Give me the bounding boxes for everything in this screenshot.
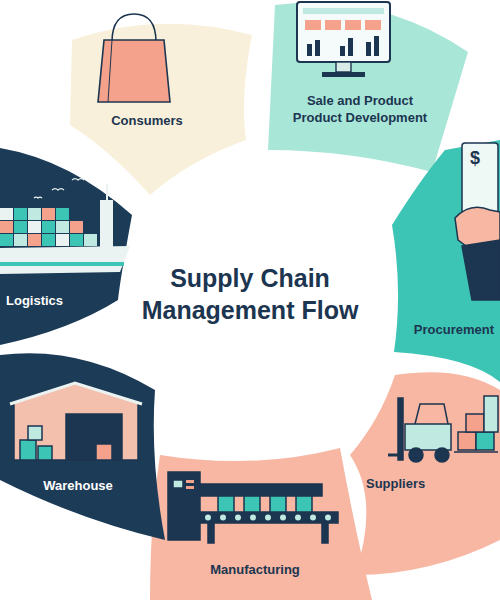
ship-container [56, 208, 69, 220]
segment-shape [265, 0, 470, 175]
segment-outline [392, 140, 500, 382]
conveyor-roller [280, 515, 286, 521]
conveyor-roller [310, 515, 316, 521]
segment-outline [268, 3, 468, 172]
flow-segment: Logistics [0, 145, 135, 347]
segment-shape [60, 5, 260, 200]
diagram-title: Supply Chain Management Flow [100, 262, 400, 326]
flow-segment: Procurement [388, 138, 500, 388]
segment-shape [348, 362, 500, 578]
conveyor-roller [295, 515, 301, 521]
ship-container [70, 234, 83, 246]
segment-label: Logistics [6, 293, 96, 310]
segment-outline [0, 353, 165, 540]
segment-label: Manufacturing [190, 562, 320, 579]
shopping-bag-icon [98, 14, 170, 102]
segment-label: Warehouse [26, 478, 130, 495]
conveyor-roller [265, 515, 271, 521]
ship-container [42, 221, 55, 233]
ship-container [0, 208, 13, 220]
conveyor-roller [250, 515, 256, 521]
conveyor-roller [235, 515, 241, 521]
segment-shape [0, 345, 168, 543]
segment-label: Sale and Product Product Development [282, 93, 438, 127]
ship-container [28, 221, 41, 233]
ship-container [70, 221, 83, 233]
warehouse-icon [10, 382, 142, 460]
currency-symbol: $ [470, 148, 480, 169]
cargo-ship-icon [0, 179, 130, 275]
ship-container [28, 234, 41, 246]
flow-segment: Warehouse [0, 345, 168, 543]
flow-segment: Consumers [60, 5, 260, 200]
ship-container [28, 208, 41, 220]
ship-container [84, 234, 97, 246]
segment-label: Consumers [95, 113, 199, 130]
segment-shape [0, 145, 135, 347]
segment-outline [70, 24, 252, 195]
ship-container [14, 208, 27, 220]
ship-container [14, 221, 27, 233]
ship-container [42, 234, 55, 246]
segment-shape [388, 138, 500, 388]
ship-container [0, 234, 13, 246]
conveyor-roller [205, 515, 211, 521]
forklift-icon [388, 396, 498, 462]
conveyor-roller [220, 515, 226, 521]
flow-segment: Suppliers [348, 362, 500, 578]
segment-outline [150, 448, 372, 600]
ship-container [42, 208, 55, 220]
flow-segment: Sale and Product Product Development [265, 0, 470, 175]
segment-outline [0, 148, 132, 345]
segment-label: Suppliers [366, 476, 456, 493]
monitor-icon [297, 2, 390, 77]
ship-container [14, 234, 27, 246]
segment-outline [350, 372, 500, 575]
ship-container [0, 221, 13, 233]
payment-hand-icon [455, 143, 500, 300]
conveyor-roller [325, 515, 331, 521]
ship-container [56, 221, 69, 233]
ship-container [56, 234, 69, 246]
segment-label: Procurement [398, 322, 494, 339]
manufacturing-machine-icon [168, 472, 338, 543]
flow-segment: Manufacturing [148, 445, 374, 600]
